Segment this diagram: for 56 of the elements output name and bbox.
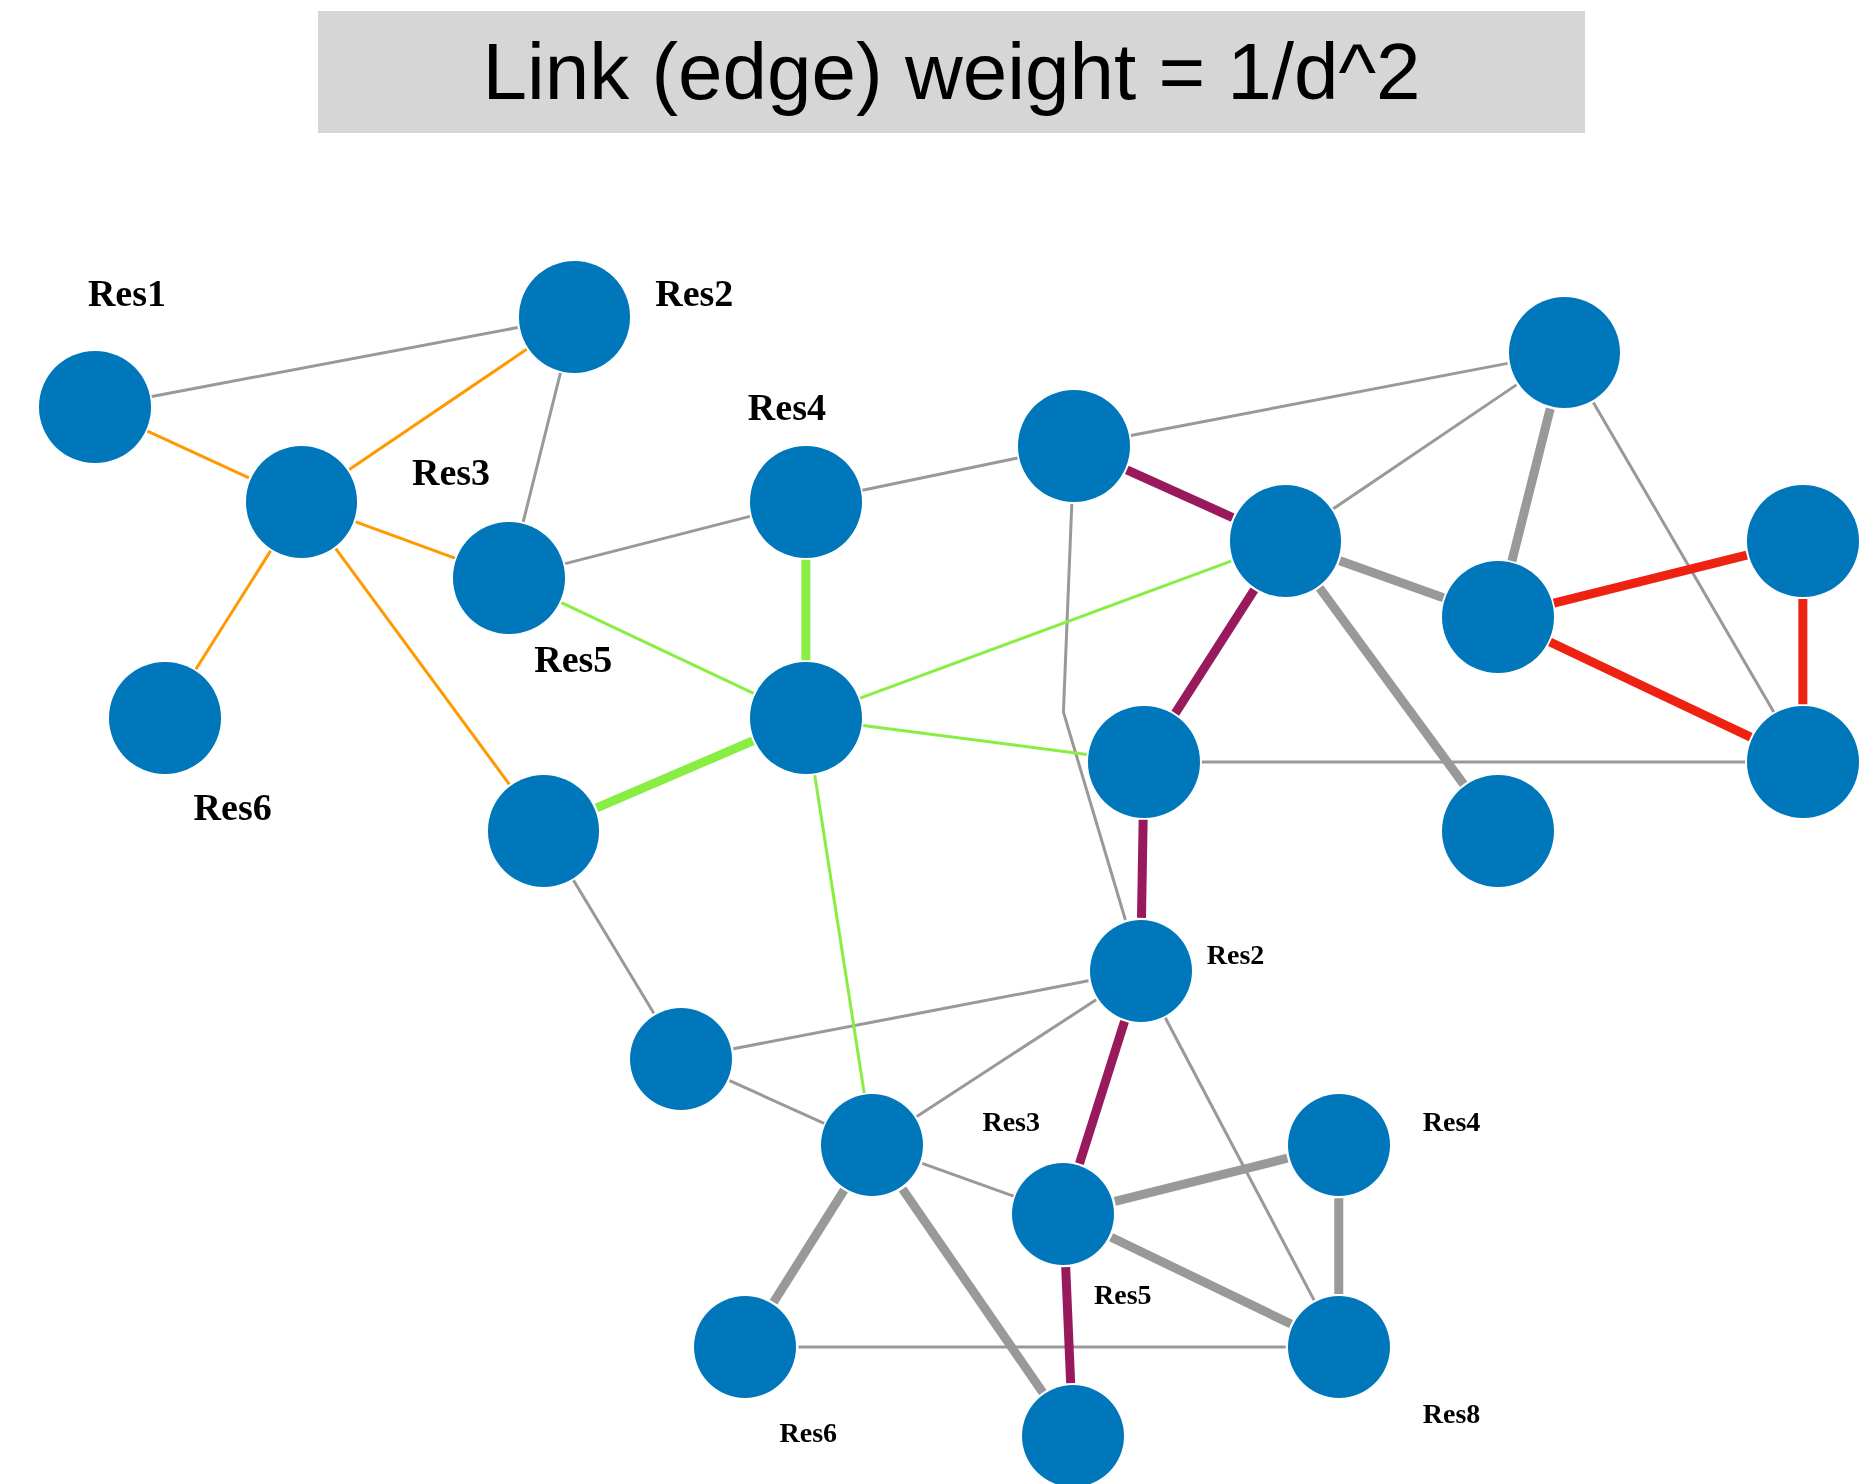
- residue-label: Res4: [747, 388, 826, 427]
- link-line: [1163, 1017, 1316, 1301]
- link-line: [863, 724, 1088, 756]
- link-line: [560, 601, 755, 695]
- link-line: [355, 520, 456, 560]
- link-line: [898, 1186, 1047, 1395]
- link-line: [862, 456, 1018, 492]
- residue-label: Res2: [1206, 941, 1265, 970]
- link-line: [733, 979, 1089, 1051]
- link-line: [1130, 361, 1508, 437]
- link-line: [1507, 407, 1555, 563]
- residue-label: Res1: [87, 274, 167, 313]
- residue-label: Res5: [534, 639, 613, 678]
- link-line: [1798, 599, 1808, 705]
- link-line: [572, 879, 656, 1015]
- link-line: [728, 1079, 825, 1125]
- link-line: [1137, 819, 1148, 918]
- link-line: [1592, 401, 1776, 713]
- link-line: [859, 559, 1232, 700]
- link-line: [1075, 1020, 1129, 1165]
- link-line: [1061, 1266, 1076, 1384]
- link-line: [1315, 585, 1468, 787]
- link-line: [1109, 1233, 1293, 1329]
- link-line: [1334, 1198, 1344, 1295]
- title-banner: Link (edge) weight = 1/d^2: [318, 11, 1585, 133]
- link-line: [1338, 556, 1445, 602]
- residue-label: Res5: [1094, 1280, 1152, 1309]
- link-line: [334, 547, 511, 786]
- link-line: [194, 550, 272, 670]
- link-line: [594, 736, 755, 813]
- link-line: [1113, 1153, 1289, 1206]
- residue-label: Res3: [411, 453, 491, 492]
- link-line: [348, 348, 528, 471]
- link-line: [1124, 465, 1235, 522]
- residue-label: Res6: [193, 788, 272, 827]
- link-line: [1332, 383, 1518, 511]
- residue-label: Res3: [982, 1107, 1040, 1136]
- residue-label: Res6: [779, 1418, 837, 1447]
- link-line: [564, 514, 751, 566]
- link-line: [769, 1187, 848, 1305]
- link-line: [798, 1345, 1286, 1349]
- link-line: [151, 326, 518, 398]
- link-line: [521, 372, 562, 523]
- link-line: [801, 559, 811, 661]
- link-line: [146, 429, 250, 480]
- link-line: [1201, 760, 1746, 764]
- link-line: [1552, 550, 1748, 608]
- link-line: [1061, 503, 1127, 921]
- residue-label: Res4: [1422, 1107, 1481, 1136]
- link-line: [1171, 587, 1259, 716]
- residue-label: Res8: [1422, 1399, 1481, 1428]
- link-line: [813, 774, 866, 1094]
- link-line: [1548, 637, 1753, 742]
- link-line: [921, 1161, 1015, 1198]
- residue-label: Res2: [655, 274, 734, 313]
- link-line: [916, 998, 1097, 1118]
